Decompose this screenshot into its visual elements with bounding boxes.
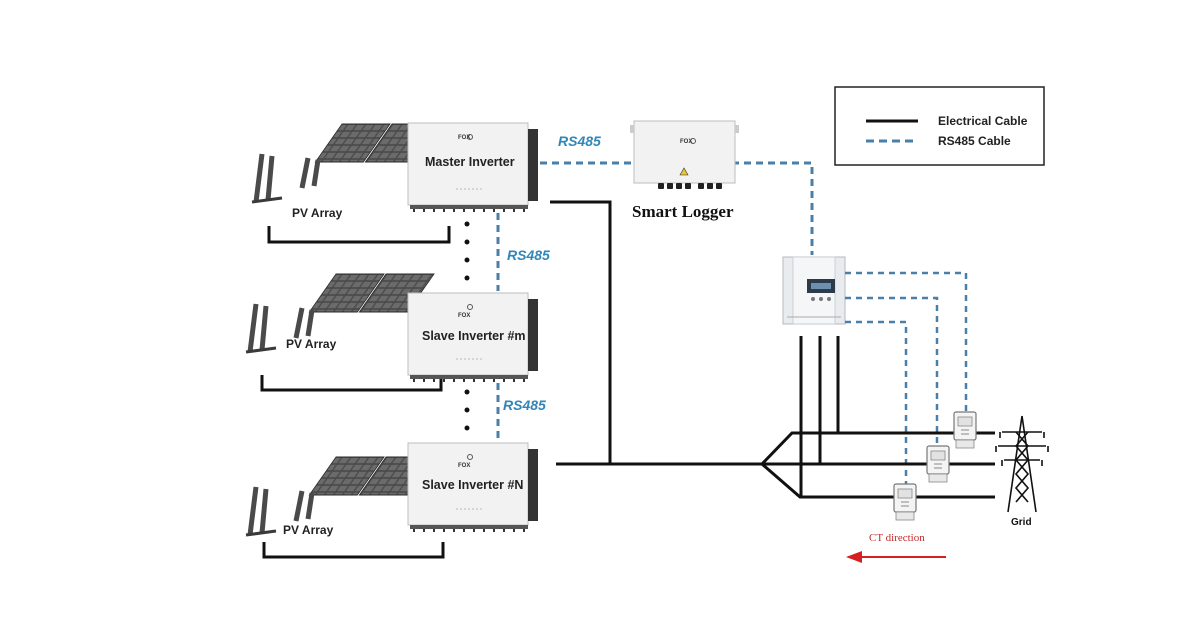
legend: Electrical Cable RS485 Cable <box>834 86 1045 166</box>
current-transformer-icon <box>953 411 977 449</box>
rs485-chain <box>496 161 814 441</box>
ct-signal-wires <box>845 271 968 484</box>
inverter-label: Master Inverter <box>425 155 515 169</box>
current-transformer-icon <box>893 483 917 521</box>
solar-panel-icon <box>246 457 434 535</box>
energy-meter-icon <box>782 256 846 325</box>
pv-array-label: PV Array <box>286 337 337 351</box>
pv-array-label: PV Array <box>283 523 334 537</box>
pv-array-3: PV Array <box>246 457 445 559</box>
rs485-label: RS485 <box>558 133 601 149</box>
transmission-tower-icon <box>995 415 1049 513</box>
smart-logger-brand: FOX <box>680 139 692 145</box>
arrow-left-icon <box>846 551 946 563</box>
inverter-brand: FOX <box>458 313 470 319</box>
legend-rs485-cable: RS485 Cable <box>938 134 1011 148</box>
ct-direction-label: CT direction <box>869 532 925 544</box>
inverter-brand: FOX <box>458 135 470 141</box>
rs485-label: RS485 <box>507 247 550 263</box>
inverter-label: Slave Inverter #m <box>422 329 526 343</box>
pv-array-1: PV Array <box>252 124 451 244</box>
smart-logger-label: Smart Logger <box>632 202 734 221</box>
rs485-label: RS485 <box>503 397 546 413</box>
continuation-dots <box>464 221 470 431</box>
inverter-brand: FOX <box>458 463 470 469</box>
solar-panel-icon <box>246 274 434 352</box>
current-transformer-icon <box>926 445 950 483</box>
pv-array-2: PV Array <box>246 274 443 392</box>
slave-inverter-m: FOX Slave Inverter #m <box>407 292 539 383</box>
smart-logger-icon <box>630 120 739 189</box>
pv-array-label: PV Array <box>292 206 343 220</box>
master-inverter: FOX Master Inverter <box>407 122 539 213</box>
slave-inverter-n: FOX Slave Inverter #N <box>407 442 539 533</box>
smart-logger: FOX Smart Logger <box>630 120 739 221</box>
inverter-label: Slave Inverter #N <box>422 478 523 492</box>
legend-electrical-cable: Electrical Cable <box>938 114 1028 128</box>
grid-label: Grid <box>1011 517 1032 528</box>
electrical-cables <box>550 200 995 499</box>
